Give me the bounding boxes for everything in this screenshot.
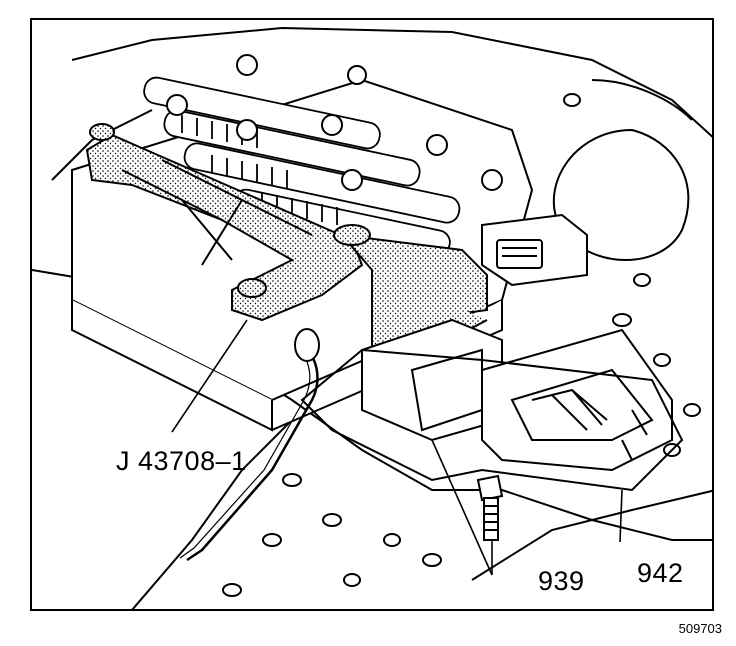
valve-body-illustration — [32, 26, 712, 609]
valve-spools — [143, 76, 461, 256]
gasket-942-outline — [300, 348, 684, 492]
callout-tool-j43708-1: J 43708–1 — [116, 446, 247, 476]
callout-gasket-942: 942 — [637, 558, 684, 588]
illustration-frame: J 43708–1 939 942 — [30, 18, 714, 611]
bolt-939 — [476, 474, 504, 541]
solenoid-body — [361, 318, 503, 442]
callout-bolt-939: 939 — [538, 566, 585, 596]
figure-id: 509703 — [678, 621, 722, 636]
leader-lines — [171, 319, 623, 576]
pressure-switch-assembly — [481, 328, 673, 472]
wire-connector — [294, 328, 320, 362]
solenoid-connector — [481, 213, 588, 287]
